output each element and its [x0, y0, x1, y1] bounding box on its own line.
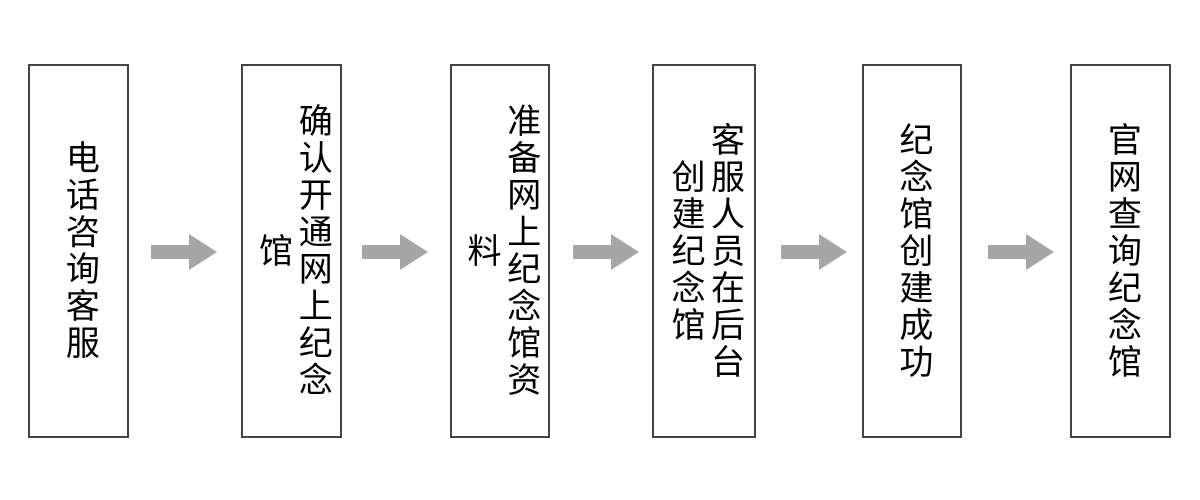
flow-node-6-label: 官网查询纪念馆 — [1101, 121, 1142, 381]
flow-node-5[interactable]: 纪念馆创建成功 — [862, 64, 962, 438]
flow-node-2-label: 确认开通网上纪念馆 — [252, 103, 333, 399]
flow-node-5-label: 纪念馆创建成功 — [892, 121, 933, 381]
flow-node-6[interactable]: 官网查询纪念馆 — [1070, 64, 1171, 438]
flow-arrow-5 — [988, 230, 1054, 274]
flow-arrow-2 — [362, 230, 428, 274]
flow-arrow-1 — [151, 230, 217, 274]
flow-node-3-label: 准备网上纪念馆资料 — [461, 103, 541, 399]
flow-arrow-4 — [781, 230, 847, 274]
flow-node-2[interactable]: 确认开通网上纪念馆 — [241, 64, 342, 438]
flow-node-3[interactable]: 准备网上纪念馆资料 — [450, 64, 550, 438]
flow-node-4-label: 客服人员在后台创建纪念馆 — [665, 121, 745, 381]
flow-node-4[interactable]: 客服人员在后台创建纪念馆 — [652, 64, 756, 438]
flow-arrow-3 — [573, 230, 639, 274]
flow-node-1[interactable]: 电话咨询客服 — [28, 64, 129, 438]
flow-node-1-label: 电话咨询客服 — [59, 140, 100, 362]
